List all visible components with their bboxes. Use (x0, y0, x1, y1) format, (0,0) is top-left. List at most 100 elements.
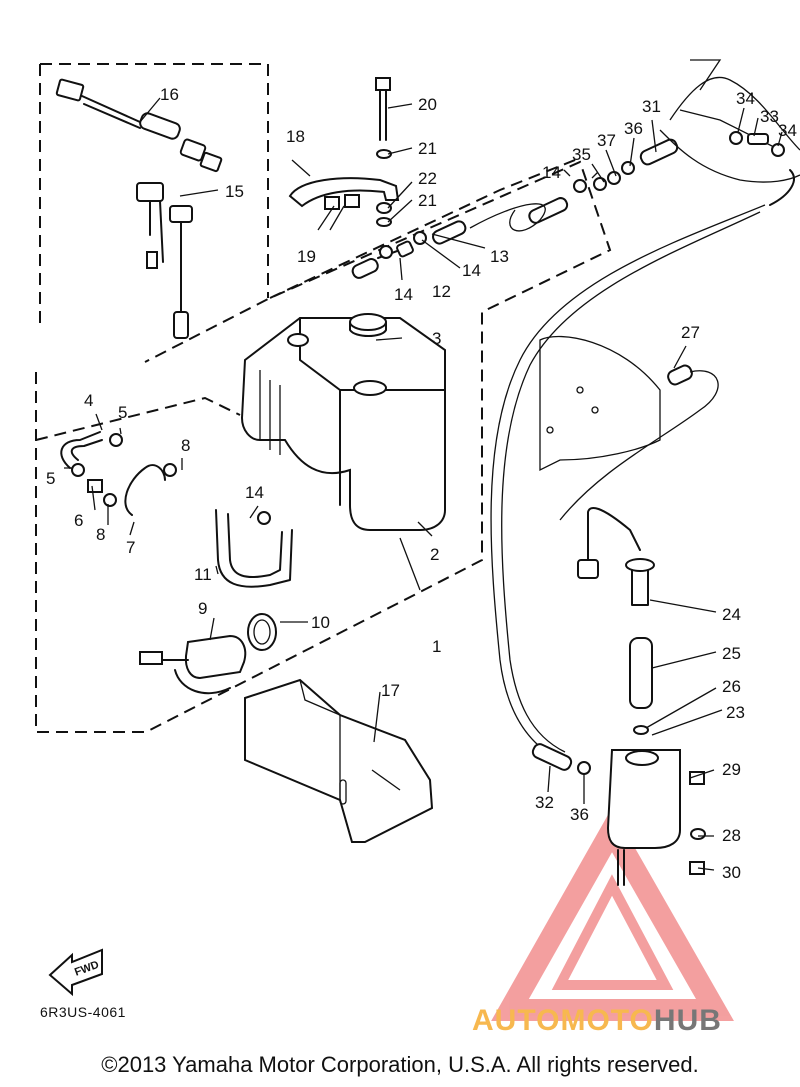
callout-21-lower: 21 (418, 191, 437, 210)
callout-2: 2 (430, 545, 439, 564)
callout-21: 21 (418, 139, 437, 158)
callout-16: 16 (160, 85, 179, 104)
callout-labels: 2 1 3 4 5 5 6 7 8 8 9 10 11 12 13 14 14 … (46, 85, 797, 882)
callout-6: 6 (74, 511, 83, 530)
part-15-level-sensor (136, 182, 193, 339)
hose-right-descent (769, 169, 795, 206)
callout-32: 32 (535, 793, 554, 812)
part-4-hose-inner (70, 439, 103, 461)
callout-24: 24 (722, 605, 741, 624)
part-8-clamp-lower (103, 493, 117, 507)
group-outline-oil-tank (35, 160, 612, 733)
callout-8: 8 (181, 436, 190, 455)
callout-18: 18 (286, 127, 305, 146)
leader-lines (64, 97, 783, 871)
group-outline-upper-left (39, 63, 269, 330)
part-18-tank-band (288, 177, 400, 210)
long-feed-hose (490, 204, 766, 761)
long-feed-hose-inner (501, 211, 761, 753)
callout-4: 4 (84, 391, 93, 410)
part-21-washer-lower (376, 217, 392, 227)
callout-36-lower: 36 (570, 805, 589, 824)
parts-35-37-fittings (593, 161, 635, 191)
part-16-harness (55, 78, 223, 173)
callout-5: 5 (118, 403, 127, 422)
callout-25: 25 (722, 644, 741, 663)
part-31-hose (639, 138, 679, 166)
part-11-hose (215, 509, 293, 588)
watermark-text: AUTOMOTOHUB (472, 1004, 722, 1038)
callout-3: 3 (432, 329, 441, 348)
callout-22: 22 (418, 169, 437, 188)
parts-33-34-fittings (729, 131, 785, 157)
watermark-text-part2: HUB (653, 1004, 722, 1037)
callout-33: 33 (760, 107, 779, 126)
part-21-washer (376, 149, 392, 159)
part-5-clamp-lower (71, 463, 85, 477)
part-24-level-gauge (577, 507, 655, 606)
part-23-sub-tank (606, 749, 681, 849)
callout-13: 13 (490, 247, 509, 266)
group-outline-left-hose (35, 396, 241, 441)
callout-11: 11 (194, 565, 212, 584)
part-22-nut (376, 202, 392, 214)
part-17-bracket (244, 678, 434, 843)
part-30-bolt (689, 861, 705, 875)
part-4-hose (60, 431, 101, 469)
part-2-oil-tank (240, 317, 446, 531)
callout-1: 1 (432, 637, 441, 656)
callout-8-lower: 8 (96, 525, 105, 544)
callout-15: 15 (225, 182, 244, 201)
callout-20: 20 (418, 95, 437, 114)
callout-10: 10 (311, 613, 330, 632)
part-28-washer (690, 828, 706, 840)
part-27-hose (667, 364, 693, 386)
callout-19: 19 (297, 247, 316, 266)
fwd-arrow-icon: FWD (48, 948, 103, 997)
part-8-clamp (163, 463, 177, 477)
part-36-clamp (577, 761, 591, 775)
sub-tank-drain (617, 849, 625, 886)
callout-27: 27 (681, 323, 700, 342)
callout-28: 28 (722, 826, 741, 845)
part-14-clamp-mid (257, 511, 271, 525)
part-20-bolt (375, 77, 391, 141)
tank-upper-port (287, 333, 309, 347)
hose-27 (559, 370, 719, 521)
callout-14-left: 14 (245, 483, 264, 502)
watermark-logo-icon (491, 807, 734, 1021)
callout-34: 34 (736, 89, 755, 108)
engine-block (539, 335, 661, 472)
callout-14-top: 14 (542, 163, 561, 182)
part-11-hose-inner (227, 513, 283, 579)
part-5-clamp (109, 433, 123, 447)
callout-17: 17 (381, 681, 400, 700)
callout-30: 30 (722, 863, 741, 882)
callout-37: 37 (597, 131, 616, 150)
diagram-code: 6R3US-4061 (40, 1004, 126, 1020)
part-7-hose (124, 464, 166, 516)
part-25-strainer (629, 637, 653, 709)
callout-14-mid: 14 (394, 285, 413, 304)
copyright-notice: ©2013 Yamaha Motor Corporation, U.S.A. A… (101, 1052, 699, 1077)
part-6-fitting (87, 479, 103, 493)
callout-23: 23 (726, 703, 745, 722)
part-13-hose (432, 220, 467, 245)
callout-31: 31 (642, 97, 661, 116)
callout-14: 14 (462, 261, 481, 280)
part-9-oil-pump (139, 634, 247, 695)
hose-loop (469, 203, 546, 232)
callout-9: 9 (198, 599, 207, 618)
part-13-hose-right (528, 197, 569, 224)
callout-5-lower: 5 (46, 469, 55, 488)
part-10-cap (247, 613, 277, 651)
group-outline-hoses (269, 157, 581, 299)
callout-35: 35 (572, 145, 591, 164)
callout-7: 7 (126, 538, 135, 557)
part-3-filler-cap (349, 313, 387, 337)
tank-filler-neck (353, 380, 387, 396)
callout-36: 36 (624, 119, 643, 138)
watermark-text-part1: AUTOMOTO (472, 1004, 654, 1037)
callout-34-right: 34 (778, 121, 797, 140)
